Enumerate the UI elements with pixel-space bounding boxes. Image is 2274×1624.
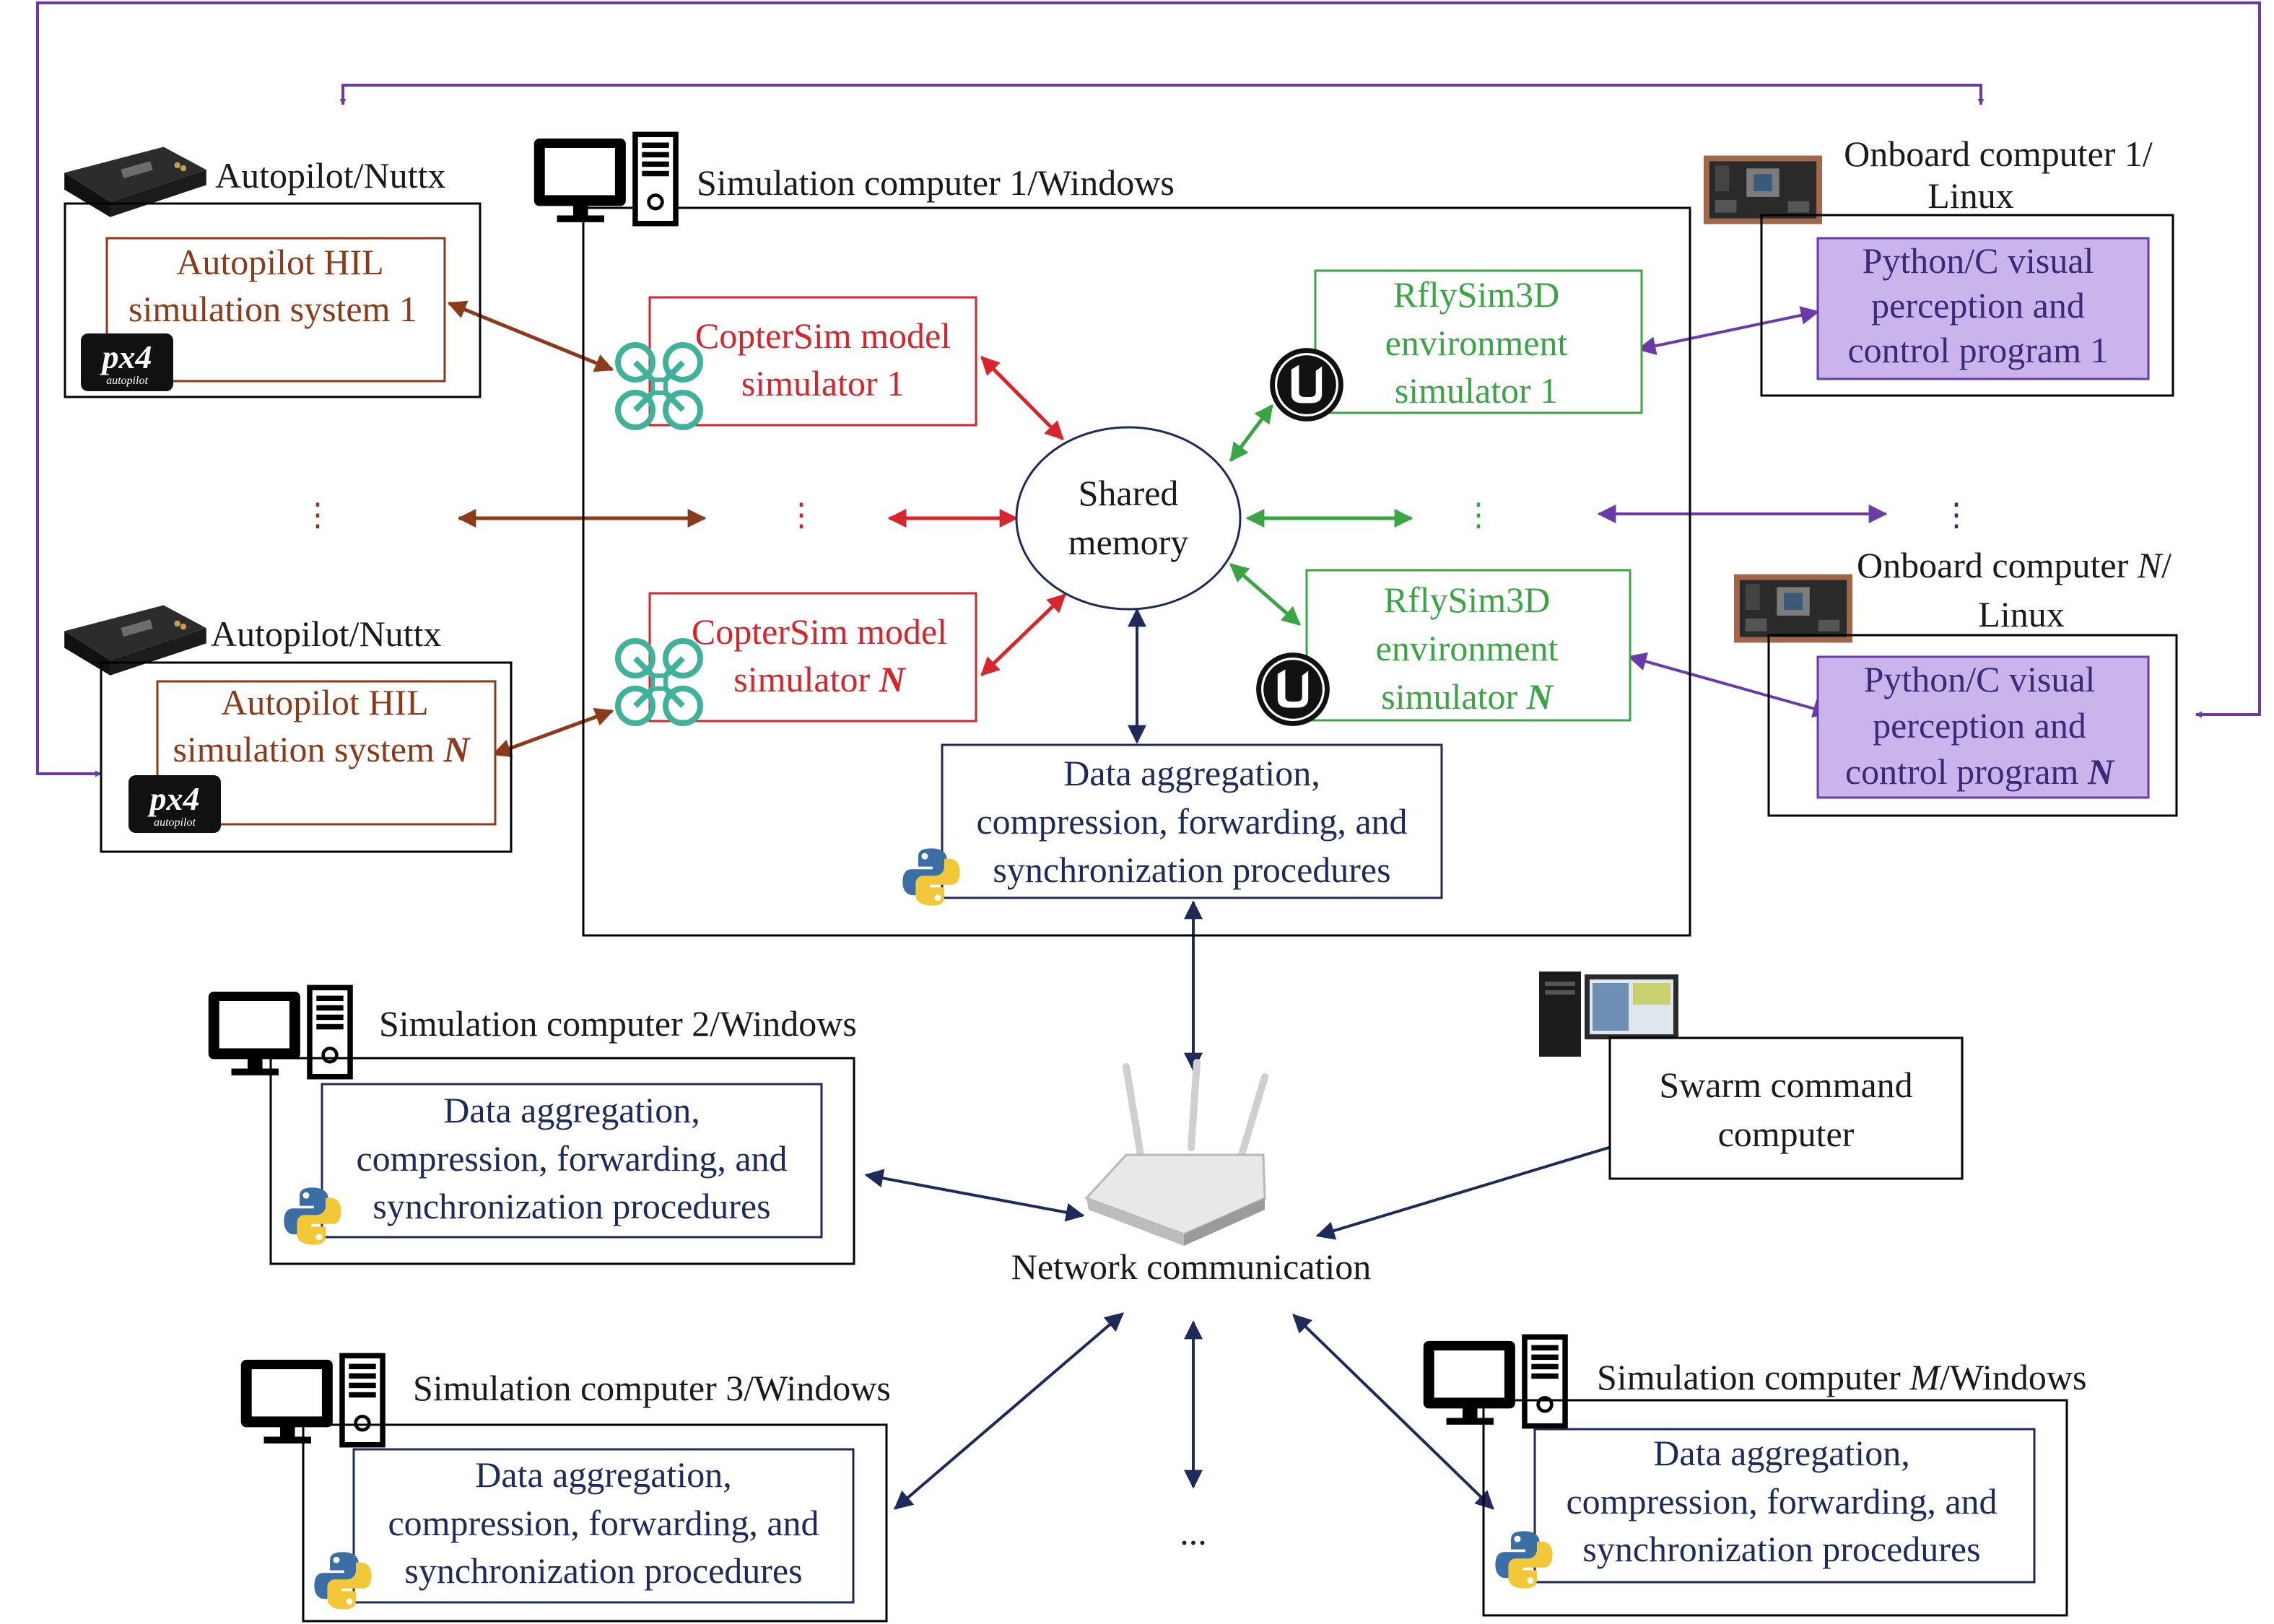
sim3-data-proc-line3: synchronization procedures: [404, 1550, 802, 1591]
sim3-data-proc-line1: Data aggregation,: [475, 1454, 731, 1495]
program-n-box: [1816, 655, 2150, 799]
rflysim-1-line3: simulator 1: [1395, 370, 1558, 411]
simM-title: Simulation computer M/Windows: [1597, 1357, 2086, 1397]
sim2-title: Simulation computer 2/Windows: [379, 1003, 857, 1044]
autopilot-1-frame: [64, 202, 482, 398]
onboard-n-title-line2: Linux: [1978, 594, 2064, 634]
ellipsis-more-computers: ...: [1180, 1512, 1207, 1553]
sim1-data-proc-box: [941, 743, 1443, 899]
navy-arrows: [864, 608, 1630, 1510]
simM-data-proc-line2: compression, forwarding, and: [1566, 1481, 1997, 1522]
rflysim-1-line1: RflySim3D: [1393, 274, 1560, 315]
sim1-frame: [582, 206, 1691, 937]
purple-outer-loop-bottom: [36, 1, 2261, 777]
coptersim-1-box: [648, 296, 977, 427]
rflysim-1-line2: environment: [1385, 323, 1568, 363]
sim1-title: Simulation computer 1/Windows: [697, 162, 1175, 203]
sim2-data-proc-line3: synchronization procedures: [373, 1186, 770, 1226]
swarm-line1: Swarm command: [1659, 1065, 1912, 1105]
sim1-data-proc-line2: compression, forwarding, and: [976, 801, 1407, 842]
ellipsis-autopilot: ⋮: [302, 497, 334, 533]
sim1-computer-icon: [534, 132, 679, 227]
program-n-line3: control program N: [1845, 751, 2115, 792]
ellipsis-coptersim: ⋮: [785, 497, 817, 533]
svg-text:px4: px4: [100, 339, 152, 375]
autopilot-hil-n-line2: simulation system N: [173, 729, 471, 769]
sim2-frame: [269, 1057, 855, 1265]
coptersim-1-line2: simulator 1: [741, 363, 905, 403]
sim3-data-proc-line2: compression, forwarding, and: [388, 1503, 819, 1543]
rflysim-n-line3: simulator N: [1381, 676, 1554, 717]
simM-data-proc-line1: Data aggregation,: [1653, 1433, 1909, 1473]
ellipsis-rflysim: ⋮: [1463, 497, 1494, 533]
rflysim-n-box: [1305, 569, 1632, 722]
coptersim-n-line1: CopterSim model: [692, 611, 947, 652]
onboard-n-frame: [1767, 634, 2178, 817]
autopilot-n-label: Autopilot/Nuttx: [211, 614, 441, 654]
coptersim-n-box: [648, 592, 977, 722]
sim3-title: Simulation computer 3/Windows: [413, 1368, 891, 1408]
sim3-data-proc-box: [352, 1448, 855, 1604]
simM-computer-icon: [1424, 1335, 1568, 1429]
onboard-1-title-line1: Onboard computer 1/: [1844, 134, 2153, 174]
onboard-n-title-line1: Onboard computer N/: [1857, 545, 2171, 585]
wifi-router-icon: [1084, 1059, 1268, 1246]
onboard-1-frame: [1760, 214, 2174, 397]
shared-memory-line2: memory: [1068, 522, 1189, 562]
shared-memory-line1: Shared: [1079, 473, 1179, 513]
autopilot-hil-1-line2: simulation system 1: [128, 289, 417, 329]
onboard-board-image: [1703, 155, 1823, 224]
autopilot-hardware-image: [64, 605, 206, 676]
coptersim-n-line2: simulator N: [733, 659, 906, 699]
sim3-frame: [302, 1423, 888, 1623]
simM-frame: [1482, 1399, 2068, 1617]
purple-outer-loop-top: [339, 84, 1985, 105]
onboard-1-title-line2: Linux: [1927, 175, 2013, 216]
onboard-board-image: [1733, 574, 1853, 643]
swarm-box: [1608, 1036, 1964, 1180]
sim1-data-proc-line1: Data aggregation,: [1063, 753, 1320, 793]
sim2-data-proc-line1: Data aggregation,: [443, 1090, 700, 1130]
network-label: Network communication: [1011, 1247, 1372, 1287]
program-1-line1: Python/C visual: [1863, 240, 2094, 281]
sim1-data-proc-line3: synchronization procedures: [993, 850, 1390, 890]
red-arrows: [887, 356, 1066, 676]
coptersim-1-line1: CopterSim model: [695, 315, 951, 356]
px4-logo-icon: px4 autopilot: [128, 775, 221, 833]
rflysim-1-box: [1314, 269, 1643, 414]
program-1-line2: perception and: [1871, 285, 2085, 326]
sim2-computer-icon: [209, 985, 353, 1080]
program-1-box: [1816, 237, 2150, 380]
sim3-computer-icon: [241, 1353, 385, 1448]
program-n-line2: perception and: [1873, 705, 2086, 746]
unreal-engine-logo-icon: [1268, 346, 1345, 423]
autopilot-n-frame: [100, 661, 513, 853]
brown-arrows: [447, 300, 707, 758]
sim2-data-proc-line2: compression, forwarding, and: [356, 1138, 787, 1179]
swarm-workstation-icon: [1539, 972, 1678, 1057]
px4-logo-icon: px4 autopilot: [81, 333, 173, 391]
purple-arrows: [1597, 306, 1888, 718]
sim2-data-proc-box: [321, 1083, 823, 1239]
program-1-line3: control program 1: [1847, 330, 2108, 370]
shared-memory-node: [1015, 426, 1242, 611]
svg-text:autopilot: autopilot: [106, 375, 148, 387]
svg-text:autopilot: autopilot: [154, 816, 196, 829]
svg-text:px4: px4: [147, 780, 200, 817]
autopilot-hardware-image: [64, 147, 206, 217]
swarm-line2: computer: [1718, 1114, 1855, 1154]
rflysim-n-line2: environment: [1376, 628, 1559, 668]
simM-data-proc-line3: synchronization procedures: [1582, 1529, 1980, 1569]
unreal-engine-logo-icon: [1255, 651, 1331, 728]
rflysim-n-line1: RflySim3D: [1384, 580, 1551, 620]
simM-data-proc-box: [1533, 1428, 2036, 1584]
green-arrows: [1229, 403, 1413, 626]
ellipsis-onboard: ⋮: [1940, 497, 1972, 533]
program-n-line1: Python/C visual: [1864, 659, 2096, 699]
autopilot-hil-1-line1: Autopilot HIL: [176, 242, 383, 282]
autopilot-hil-n-line1: Autopilot HIL: [221, 682, 428, 722]
autopilot-1-label: Autopilot/Nuttx: [215, 155, 445, 196]
